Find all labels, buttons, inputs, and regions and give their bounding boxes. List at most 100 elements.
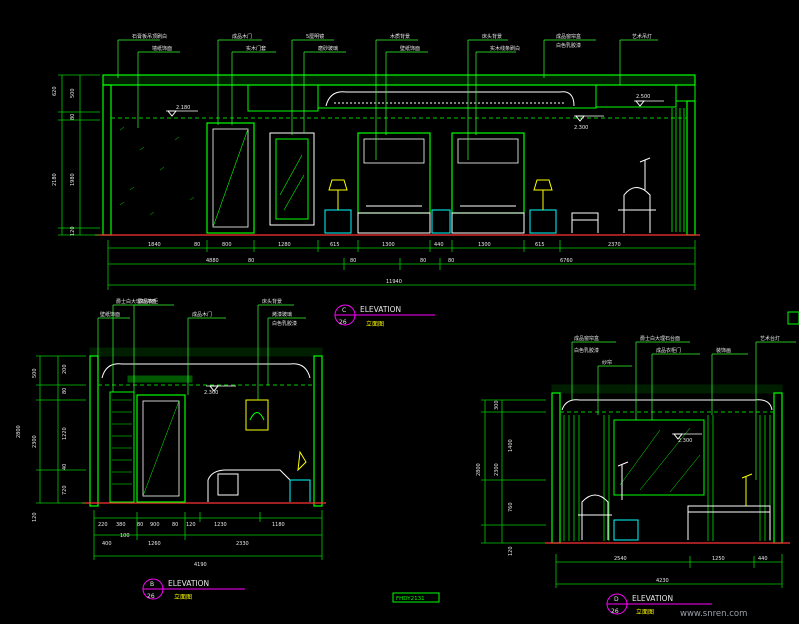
desk-d	[687, 505, 771, 540]
bed-left	[357, 205, 431, 234]
elevation-b	[36, 304, 326, 600]
b-annotation: 烤漆玻璃	[272, 311, 292, 318]
b-dim-row2: 400	[102, 541, 112, 547]
b-dim-left: 80	[62, 388, 68, 394]
left-wall-d	[551, 392, 561, 544]
c-dim-row1: 615	[535, 242, 545, 248]
armchair-d	[578, 494, 612, 540]
d-ceiling-mark: 2.300	[678, 438, 692, 444]
d-dim-left: 2800	[476, 463, 482, 476]
c-annotation: 成品木门	[232, 33, 252, 40]
door-b	[136, 394, 186, 503]
d-dim-left: 2300	[494, 463, 500, 476]
c-annotation: 成品窗帘盒	[556, 33, 581, 40]
c-dim-row2: 80	[248, 258, 254, 264]
b-dim-total: 4190	[194, 562, 207, 568]
curtain-d	[563, 415, 771, 541]
b-dim-row1: 1230	[214, 522, 227, 528]
b-subtitle: 立面图	[174, 593, 192, 601]
c-ceiling-mark: 2.300	[574, 125, 588, 131]
d-annotation: 装饰画	[716, 347, 731, 354]
d-subtitle: 立面图	[636, 608, 654, 616]
d-dim-left: 760	[508, 502, 514, 512]
mirror	[269, 132, 315, 226]
left-wall	[102, 84, 112, 236]
c-dim-row1: 1280	[278, 242, 291, 248]
b-dim-left: 200	[62, 364, 68, 374]
bed-right	[451, 205, 525, 234]
d-annotation: 纱帘	[602, 359, 612, 366]
c-annotation: 墙纸饰面	[152, 45, 172, 52]
right-wall	[686, 100, 696, 236]
d-dim-left: 120	[508, 546, 514, 556]
c-dim-row1: 800	[222, 242, 232, 248]
door-c	[206, 122, 255, 234]
c-dim-row1: 1300	[478, 242, 491, 248]
c-annotation: 壁纸饰面	[400, 45, 420, 52]
d-dim-total: 4230	[656, 578, 669, 584]
d-tag-number: D	[614, 596, 619, 603]
d-dim-row1: 1250	[712, 556, 725, 562]
right-wall-b	[313, 355, 323, 507]
b-title: ELEVATION	[168, 579, 209, 588]
elevation-c	[58, 39, 700, 326]
b-dim-row2: 2330	[236, 541, 249, 547]
c-dim-row2: 4880	[206, 258, 219, 264]
c-annotation: 5厘明镜	[306, 33, 324, 40]
c-annotation: 实木线条刷白	[490, 45, 520, 52]
d-annotation: 成品窗帘盒	[574, 335, 599, 342]
b-dim-row1: 120	[186, 522, 196, 528]
b-dim-left: 720	[62, 485, 68, 495]
right-wall-d	[773, 392, 783, 544]
b-dim-row1: 220	[98, 522, 108, 528]
c-annotation: 床头背景	[482, 33, 502, 40]
c-dim-row1: 1300	[382, 242, 395, 248]
d-tag-sheet: 26	[611, 608, 619, 615]
side-table	[571, 212, 599, 233]
b-dim-left: 40	[62, 464, 68, 470]
c-dim-row2: 6760	[560, 258, 573, 264]
c-dim-row2: 80	[448, 258, 454, 264]
b-ceiling-mark: 2.300	[204, 390, 218, 396]
b-dim-row2: 1260	[148, 541, 161, 547]
c-dim-left: 120	[70, 226, 76, 236]
c-annotation: 木质背景	[390, 33, 410, 40]
c-annotation: 实木门套	[246, 45, 266, 52]
headboard-left	[357, 132, 431, 214]
bed-b	[207, 469, 291, 502]
c-annotation: 艺术吊灯	[632, 33, 652, 40]
d-annotation: 白色乳胶漆	[574, 347, 599, 354]
b-tag-number: B	[150, 581, 154, 588]
headboard-right	[451, 132, 525, 214]
layer-tag-box	[392, 592, 440, 603]
c-dim-left: 2180	[52, 173, 58, 186]
lamp-left	[328, 179, 348, 210]
c-dim-row1: 80	[194, 242, 200, 248]
left-wall-b	[89, 355, 99, 507]
b-annotation: 爵士白大理石饰面	[116, 298, 156, 305]
ceiling-slab	[102, 74, 696, 86]
c-ceiling-mark: 2.500	[636, 94, 650, 100]
b-dim-left: 500	[32, 368, 38, 378]
curtain-c	[671, 108, 685, 232]
d-annotation: 爵士白大理石台面	[640, 335, 680, 342]
c-subtitle: 立面图	[366, 320, 384, 328]
d-dim-row1: 2540	[614, 556, 627, 562]
c-title: ELEVATION	[360, 305, 401, 314]
lamp-right	[533, 179, 553, 210]
layer-tag: FHDY2131	[396, 596, 425, 602]
b-tag-sheet: 26	[147, 593, 155, 600]
b-dim-left: 2800	[16, 425, 22, 438]
c-dim-row2: 80	[350, 258, 356, 264]
b-dim-row1: 380	[116, 522, 126, 528]
wardrobe-b	[109, 391, 135, 503]
b-dim-row1: 900	[150, 522, 160, 528]
c-annotation: 磨砂玻璃	[318, 45, 338, 52]
b-dim-row1: 80	[137, 522, 143, 528]
c-dim-row1: 1840	[148, 242, 161, 248]
d-dim-left: 300	[494, 400, 500, 410]
c-dim-left: 500	[70, 88, 76, 98]
c-dim-left: 620	[52, 86, 58, 96]
